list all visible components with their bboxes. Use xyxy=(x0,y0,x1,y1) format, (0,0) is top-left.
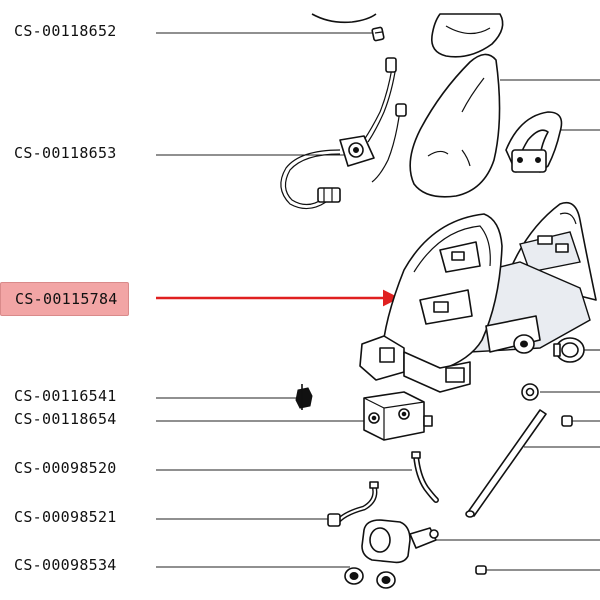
part-cs-00098521 xyxy=(327,481,379,527)
part-number-label-cs-00118653[interactable]: CS-00118653 xyxy=(14,144,117,162)
part-number-label-cs-00118654[interactable]: CS-00118654 xyxy=(14,410,117,428)
part-cs-00098534 xyxy=(344,567,396,589)
part-number-label-cs-00115784-highlighted[interactable]: CS-00115784 xyxy=(0,282,129,316)
part-nut xyxy=(561,415,573,427)
part-cs-00098520 xyxy=(411,451,439,503)
part-soleplate-top xyxy=(430,13,504,58)
part-cs-00118654 xyxy=(363,391,433,441)
part-cs-00116541 xyxy=(295,384,313,410)
part-number-label-cs-00098534[interactable]: CS-00098534 xyxy=(14,556,117,574)
part-top-fragments xyxy=(311,13,504,58)
part-number-label-cs-00116541[interactable]: CS-00116541 xyxy=(14,387,117,405)
part-iron-cover xyxy=(409,53,501,198)
part-cs-00118652 xyxy=(371,26,385,42)
part-pump xyxy=(361,519,439,564)
part-small-ring xyxy=(475,565,487,575)
part-handle-bracket xyxy=(505,111,563,173)
part-number-label-cs-00118652[interactable]: CS-00118652 xyxy=(14,22,117,40)
part-number-label-cs-00098520[interactable]: CS-00098520 xyxy=(14,459,117,477)
part-cs-00115784 xyxy=(359,213,591,393)
part-top-left-fragment xyxy=(311,13,377,24)
part-cs-00118653 xyxy=(280,57,407,210)
part-number-label-cs-00098521[interactable]: CS-00098521 xyxy=(14,508,117,526)
part-rod xyxy=(465,409,547,518)
part-knob xyxy=(553,337,585,363)
part-washer xyxy=(521,383,539,401)
leader-lines xyxy=(156,32,600,571)
